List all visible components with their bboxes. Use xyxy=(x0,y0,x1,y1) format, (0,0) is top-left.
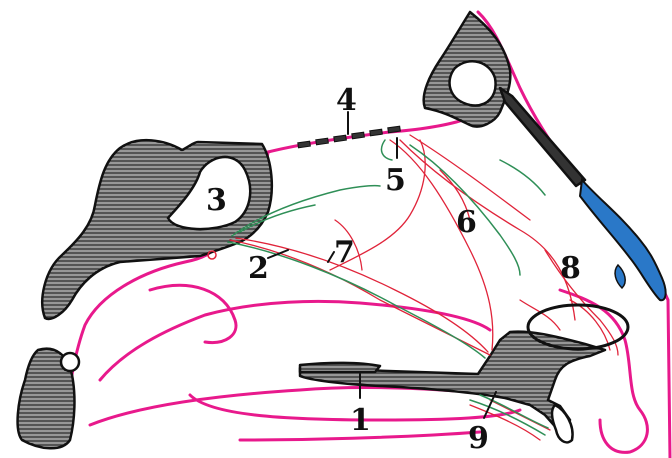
incisor xyxy=(552,405,573,442)
label-8: 8 xyxy=(560,251,581,286)
sphenoid-bone xyxy=(42,140,272,319)
label-6: 6 xyxy=(456,205,477,240)
bone-foramen xyxy=(61,353,79,371)
label-2: 2 xyxy=(248,251,269,286)
label-5: 5 xyxy=(385,163,406,198)
inferior-turbinate-bone xyxy=(300,363,380,372)
posterior-contour xyxy=(100,301,490,380)
frontal-bone xyxy=(424,12,511,127)
nasal-bone xyxy=(500,88,585,186)
label-3: 3 xyxy=(206,183,227,218)
label-7: 7 xyxy=(334,235,355,270)
label-9: 9 xyxy=(468,421,489,456)
label-1: 1 xyxy=(350,403,371,438)
septal-cartilage xyxy=(580,180,666,300)
arteries xyxy=(230,135,618,440)
label-4: 4 xyxy=(336,83,357,118)
